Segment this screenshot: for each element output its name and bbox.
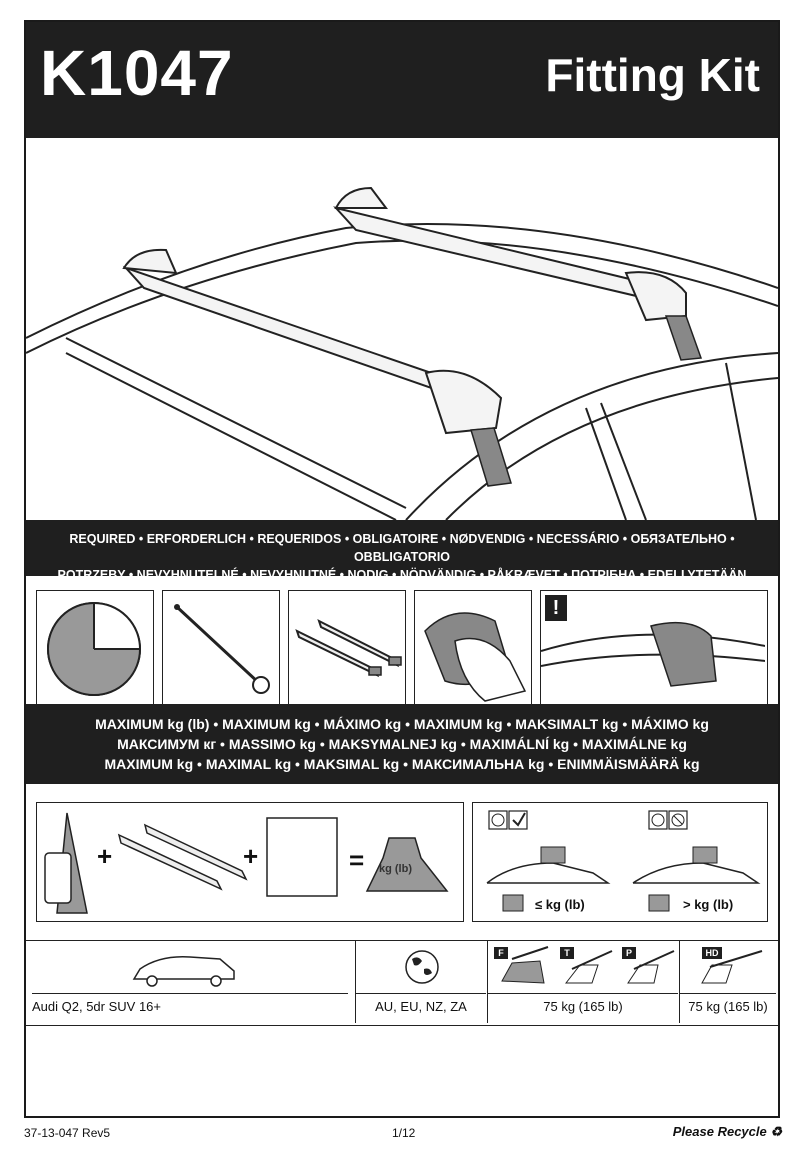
weight-label: kg (lb) (379, 863, 412, 875)
cleaning-cloth-icon (424, 612, 527, 702)
roof-bars-icon (295, 619, 402, 678)
badge-t: T (560, 947, 574, 959)
roof-rack-illustration (25, 186, 779, 521)
page-frame: K1047 Fitting Kit (24, 20, 780, 1118)
maximum-band: MAXIMUM kg (lb) • MAXIMUM kg • MÁXIMO kg… (26, 704, 778, 784)
hd-column: HD 75 kg (165 lb) (680, 941, 778, 1023)
tool-icon (174, 604, 270, 694)
load-distribution-panel: ≤ kg (lb) > kg (lb) (472, 802, 768, 922)
badge-p: P (622, 947, 636, 959)
document-code: 37-13-047 Rev5 (24, 1126, 111, 1140)
hd-bar-icon (701, 950, 763, 984)
clock-icon (47, 602, 141, 696)
maximum-line-1: MAXIMUM kg (lb) • MAXIMUM kg • MÁXIMO kg… (95, 716, 709, 732)
vehicle-name: Audi Q2, 5dr SUV 16+ (32, 993, 348, 1014)
required-line-2: POTRZEBY • NEVYHNUTELNÉ • NEVYHNUTNÉ • N… (57, 568, 747, 582)
required-line-1: REQUIRED • ERFORDERLICH • REQUERIDOS • O… (69, 532, 735, 564)
car-icon (132, 956, 235, 987)
badge-hd: HD (702, 947, 722, 959)
max-load-exceeded-label: > kg (lb) (683, 897, 734, 912)
required-band: REQUIRED • ERFORDERLICH • REQUERIDOS • O… (26, 520, 778, 582)
load-equation-illustration (44, 812, 449, 914)
bar-profile-icons (501, 946, 675, 984)
max-load-ok-label: ≤ kg (lb) (535, 897, 585, 912)
application-table: Audi Q2, 5dr SUV 16+ AU, EU, NZ, ZA F T … (26, 940, 778, 1026)
vehicle-column: Audi Q2, 5dr SUV 16+ (26, 941, 356, 1023)
header-bar: K1047 Fitting Kit (26, 22, 778, 138)
clean-roof-warning-panel: ! (540, 590, 768, 708)
required-cloth-panel (414, 590, 532, 708)
plus-sign: + (97, 841, 113, 871)
recycle-note: Please Recycle ♻ (672, 1124, 782, 1139)
clean-roof-illustration (540, 621, 766, 687)
hero-illustration (25, 138, 779, 538)
maximum-line-3: MAXIMUM kg • MAXIMAL kg • MAKSIMAL kg • … (104, 756, 700, 772)
model-number: K1047 (40, 37, 234, 109)
badge-f: F (494, 947, 508, 959)
region-column: AU, EU, NZ, ZA (356, 941, 488, 1023)
required-torque-tool-panel (162, 590, 280, 708)
globe-icon (405, 950, 439, 984)
document-title: Fitting Kit (545, 49, 760, 101)
ftp-column: F T P 75 kg (165 lb) (488, 941, 680, 1023)
required-bars-panel (288, 590, 406, 708)
required-time-panel (36, 590, 154, 708)
load-distribution-illustration (486, 810, 761, 912)
warning-icon: ! (545, 595, 567, 621)
load-ftp: 75 kg (165 lb) (488, 993, 678, 1014)
load-equation-panel: + + = kg (lb) (36, 802, 464, 922)
plus-sign: + (243, 841, 259, 871)
region-list: AU, EU, NZ, ZA (356, 993, 486, 1014)
maximum-line-2: МАКСИМУМ кг • MASSIMO kg • MAKSYMALNEJ k… (117, 736, 687, 752)
page-number: 1/12 (392, 1126, 416, 1140)
equals-sign: = (349, 845, 365, 875)
load-hd: 75 kg (165 lb) (680, 993, 776, 1014)
